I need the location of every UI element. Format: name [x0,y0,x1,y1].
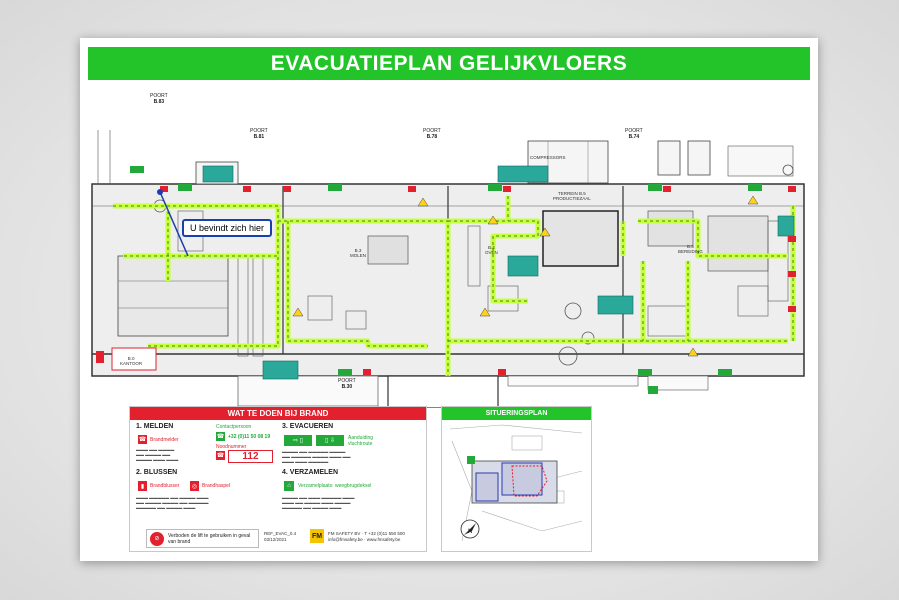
emergency-label: Noodnummer [216,444,247,450]
company-logo: FM [310,529,324,543]
verzamelen-sub: Verzamelplaats: weegbrugdeksel [298,483,372,489]
fire-hose-icon: ◎ [190,481,199,491]
melden-text: ▬▬▬ ▬▬ ▬▬▬▬▬▬ ▬▬▬▬ ▬▬▬▬▬▬ ▬▬▬ ▬▬▬ [136,447,179,462]
no-lift-icon: ⊘ [150,531,164,546]
evacuation-poster: EVACUATIEPLAN GELIJKVLOERS [80,38,818,561]
svg-text:N: N [468,529,472,535]
situation-map: N [449,424,583,542]
exit-down-icon: ▯ ⇩ [316,435,344,446]
extinguisher-icon: ▮ [138,481,147,491]
poster-title: EVACUATIEPLAN GELIJKVLOERS [88,47,810,80]
step-blussen: 2. BLUSSEN [136,469,178,476]
contact-label: Contactpersoon [216,424,252,430]
lift-warning-text: Verboden de lift te gebruiken in geval v… [168,532,251,545]
you-are-here-label: U bevindt zich hier [182,219,273,237]
emergency-phone-icon: ☎ [216,451,225,460]
floor-plan [91,130,805,408]
compass-icon: N [460,519,480,539]
fire-alarm-icon: ☎ [138,435,147,444]
assembly-point-icon: ⌂ [284,481,294,491]
fire-panel-header: WAT TE DOEN BIJ BRAND [130,407,426,420]
extinguisher-label: Brandblusser [150,483,180,489]
evacueren-text: ▬▬▬▬ ▬▬ ▬▬▬▬▬ ▬▬▬▬▬▬ ▬▬▬▬▬ ▬▬▬▬ ▬▬▬ ▬▬▬▬… [282,449,351,464]
situation-panel-header: SITUERINGSPLAN [442,407,591,420]
evacueren-sub: Aanduiding vluchtroute [348,435,374,447]
melden-sub: Brandmelder [150,437,179,443]
emergency-number: 112 [228,450,273,463]
situation-panel: SITUERINGSPLAN N [441,406,592,552]
contact-number: +32 (0)11 50 08 19 [228,434,271,440]
exit-arrow-icon: ⇨ ▯ [284,435,312,446]
step-evacueren: 3. EVACUEREN [282,423,334,430]
step-melden: 1. MELDEN [136,423,174,430]
verzamelen-text: ▬▬▬▬ ▬▬ ▬▬▬ ▬▬▬▬▬ ▬▬▬▬▬▬ ▬▬ ▬▬▬▬ ▬▬▬ ▬▬▬… [282,495,355,510]
room-compressors: COMPRESSORS [530,155,566,160]
fire-hose-label: Brandhaspel [202,483,231,489]
blussen-text: ▬▬▬ ▬▬▬▬▬ ▬▬ ▬▬▬▬ ▬▬▬▬▬ ▬▬▬▬ ▬▬▬▬ ▬▬ ▬▬▬… [136,495,209,510]
lift-warning: ⊘ Verboden de lift te gebruiken in geval… [146,529,259,548]
fire-instructions-panel: WAT TE DOEN BIJ BRAND 1. MELDEN ☎ Brandm… [129,406,427,552]
phone-icon: ☎ [216,432,225,441]
step-verzamelen: 4. VERZAMELEN [282,469,339,476]
